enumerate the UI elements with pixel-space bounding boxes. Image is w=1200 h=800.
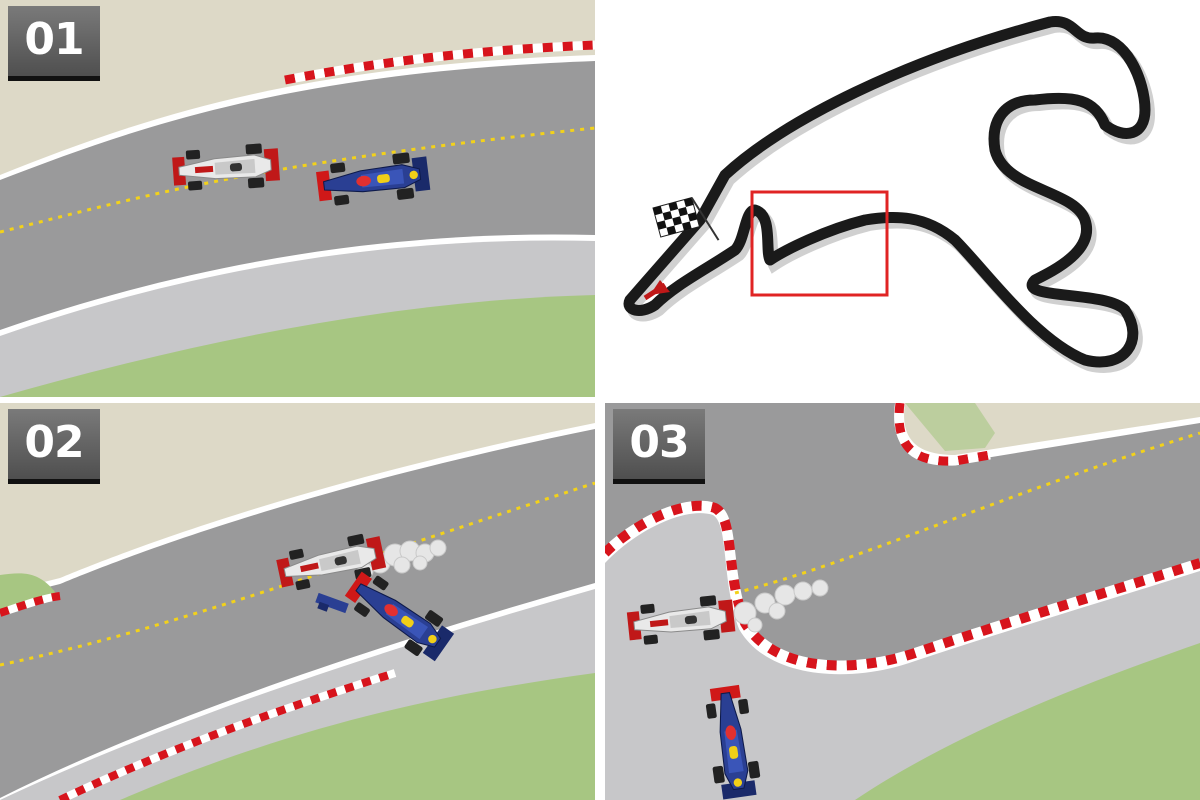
panel-03-scene <box>605 403 1200 800</box>
track-map-panel <box>605 0 1200 397</box>
broken-wing-icon <box>315 592 349 614</box>
checkered-flag-icon <box>652 197 720 241</box>
step-badge-01: 01 <box>8 6 100 81</box>
track-map <box>623 16 1156 373</box>
step-badge-03: 03 <box>613 409 705 484</box>
step-badge-02: 02 <box>8 409 100 484</box>
panel-divider-horizontal <box>0 397 1200 403</box>
panel-step-03: 03 <box>605 403 1200 800</box>
panel-step-02: 02 <box>0 403 595 800</box>
panel-step-01: 01 <box>0 0 595 397</box>
highlight-box <box>750 190 889 297</box>
panel-01-scene <box>0 0 595 397</box>
smoke-puff-icon <box>714 579 829 633</box>
